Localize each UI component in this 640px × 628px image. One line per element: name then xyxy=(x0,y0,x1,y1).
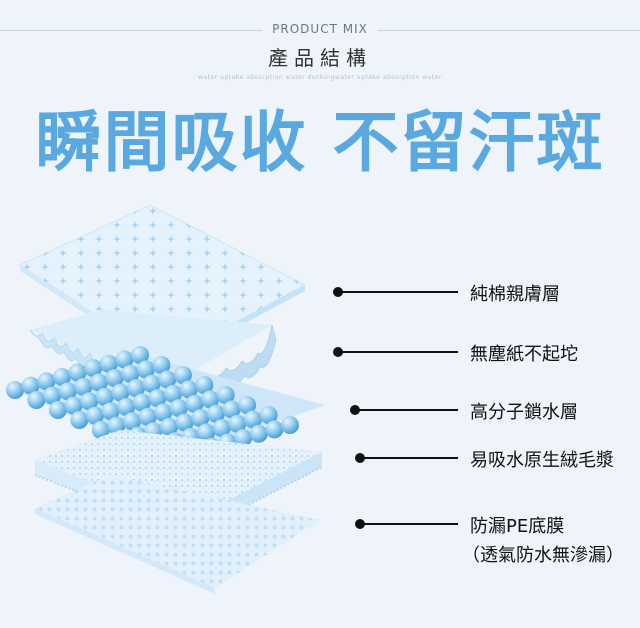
polymer-bead xyxy=(152,356,171,374)
polymer-bead xyxy=(138,407,157,426)
polymer-bead xyxy=(85,406,104,425)
polymer-bead xyxy=(74,377,93,396)
polymer-bead xyxy=(154,403,173,422)
polymer-bead xyxy=(121,364,140,383)
callout-dot xyxy=(350,405,360,415)
polymer-bead xyxy=(173,366,192,384)
polymer-bead xyxy=(105,369,124,388)
micro-caption: water uptake absorption water duckingwat… xyxy=(198,74,442,81)
polymer-bead xyxy=(201,390,220,409)
polymer-bead xyxy=(111,383,130,402)
polymer-bead xyxy=(136,360,155,379)
polymer-bead xyxy=(131,346,149,364)
polymer-bead xyxy=(228,414,247,433)
title-rule-right xyxy=(378,30,640,31)
polymer-bead xyxy=(27,391,46,409)
layer-illustration xyxy=(6,204,325,594)
polymer-bead xyxy=(117,397,136,416)
polymer-bead xyxy=(212,419,231,438)
label-polymer-layer: 高分子鎖水層 xyxy=(470,402,578,423)
polymer-bead xyxy=(160,417,178,436)
polymer-bead xyxy=(68,363,87,382)
polymer-bead xyxy=(84,359,103,378)
polymer-bead xyxy=(91,421,110,439)
callout-dot xyxy=(333,347,343,357)
label-cotton-layer: 純棉親膚層 xyxy=(470,284,560,305)
polymer-bead xyxy=(64,396,83,415)
title-rule-left xyxy=(0,30,262,31)
polymer-bead xyxy=(70,411,89,429)
polymer-bead xyxy=(80,392,99,411)
polymer-bead xyxy=(142,374,161,393)
label-pe-film-sublabel: （透氣防水無滲漏） xyxy=(462,545,624,566)
header: PRODUCT MIX 產品結構 water uptake absorption… xyxy=(0,0,640,90)
polymer-bead xyxy=(238,396,257,414)
polymer-bead xyxy=(249,424,268,443)
polymer-bead xyxy=(99,354,118,373)
polymer-bead xyxy=(148,389,167,408)
callout-cotton xyxy=(333,280,458,304)
polymer-bead xyxy=(234,429,253,448)
polymer-bead xyxy=(243,410,262,429)
callout-line xyxy=(341,351,458,353)
pe-film-layer xyxy=(35,475,320,594)
label-pe-film-layer: 防漏PE底膜 xyxy=(470,516,565,537)
polymer-bead xyxy=(37,372,56,391)
polymer-bead xyxy=(195,376,214,394)
polymer-bead xyxy=(216,386,235,404)
callout-dot xyxy=(355,519,365,529)
polymer-bead xyxy=(206,404,225,423)
polymer-bead xyxy=(197,423,216,442)
callout-line xyxy=(341,291,458,293)
polymer-bead xyxy=(191,409,210,428)
polymer-bead xyxy=(222,400,241,419)
callout-dot xyxy=(333,287,343,297)
polymer-bead xyxy=(101,402,120,421)
callout-line xyxy=(363,457,458,459)
polymer-bead xyxy=(21,376,40,395)
polymer-bead xyxy=(52,367,71,386)
polymer-bead xyxy=(6,381,24,399)
polymer-bead xyxy=(175,413,194,432)
polymer-bead xyxy=(89,373,108,392)
callout-fluff xyxy=(355,446,458,470)
polymer-bead xyxy=(115,350,134,369)
callout-paper xyxy=(333,340,458,364)
polymer-bead xyxy=(169,399,188,418)
callout-pe-film xyxy=(355,512,458,536)
callout-polymer xyxy=(350,398,458,422)
label-fluff-layer: 易吸水原生絨毛漿 xyxy=(470,450,614,471)
english-title: PRODUCT MIX xyxy=(272,22,368,36)
callout-line xyxy=(358,409,458,411)
headline: 瞬間吸收 不留汗斑 xyxy=(35,104,605,181)
polymer-bead xyxy=(281,416,299,434)
label-paper-layer: 無塵紙不起坨 xyxy=(470,344,578,365)
callout-dot xyxy=(355,453,365,463)
polymer-bead xyxy=(95,387,114,406)
polymer-bead xyxy=(48,401,67,419)
polymer-bead xyxy=(43,386,62,405)
polymer-bead xyxy=(265,420,284,439)
polymer-bead xyxy=(58,382,77,401)
polymer-bead xyxy=(127,379,145,398)
polymer-bead xyxy=(158,370,177,389)
chinese-title: 產品結構 xyxy=(268,46,372,70)
polymer-bead xyxy=(164,384,182,403)
polymer-bead xyxy=(179,380,198,399)
polymer-bead xyxy=(132,393,151,412)
polymer-bead xyxy=(123,412,141,431)
callout-line xyxy=(363,523,458,525)
polymer-bead xyxy=(185,394,204,413)
polymer-bead xyxy=(259,406,278,424)
